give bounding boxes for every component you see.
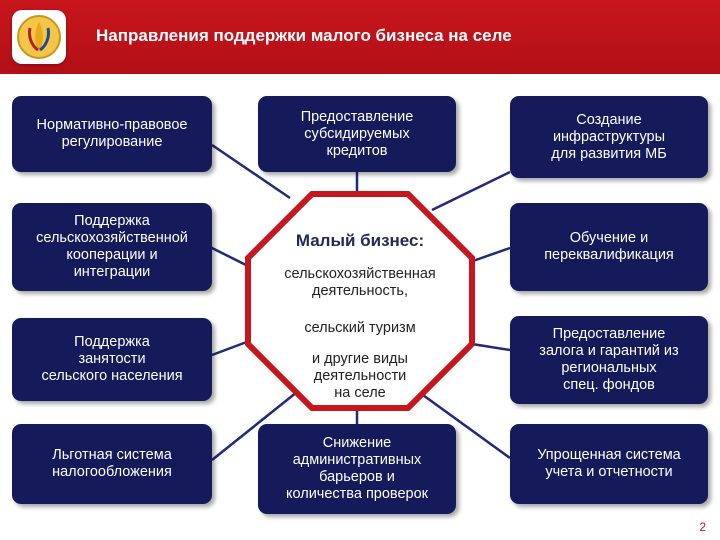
box-subsidized-credits: Предоставление субсидируемых кредитов bbox=[258, 96, 456, 172]
header-bar: Направления поддержки малого бизнеса на … bbox=[0, 0, 720, 74]
box-simplified-accounting: Упрощенная система учета и отчетности bbox=[510, 424, 708, 504]
center-agriculture-text: сельскохозяйственная деятельность, bbox=[284, 266, 436, 299]
box-training: Обучение и переквалификация bbox=[510, 203, 708, 291]
box-tax-system: Льготная система налогообложения bbox=[12, 424, 212, 504]
connector-right-2 bbox=[469, 246, 511, 264]
box-admin-barriers: Снижение административных барьеров и кол… bbox=[258, 424, 456, 514]
connector-right-1 bbox=[431, 170, 511, 212]
box-cooperation-support: Поддержка сельскохозяйственной коопераци… bbox=[12, 203, 212, 291]
connector-left-4 bbox=[211, 387, 303, 461]
page-number: 2 bbox=[699, 520, 706, 534]
box-normative-regulation: Нормативно-правовое регулирование bbox=[12, 96, 212, 172]
box-infrastructure: Создание инфраструктуры для развития МБ bbox=[510, 96, 708, 178]
center-octagon bbox=[245, 191, 475, 411]
box-guarantees: Предоставление залога и гарантий из реги… bbox=[510, 316, 708, 404]
box-employment-support: Поддержка занятости сельского населения bbox=[12, 318, 212, 401]
center-other-activities-text: и другие виды деятельности на селе bbox=[312, 351, 408, 401]
connector-right-3 bbox=[471, 342, 511, 352]
center-tourism-text: сельский туризм bbox=[304, 320, 416, 336]
connector-left-1 bbox=[211, 143, 291, 200]
connector-right-4 bbox=[415, 388, 511, 460]
page-title: Направления поддержки малого бизнеса на … bbox=[96, 26, 512, 45]
wheat-emblem-icon bbox=[12, 10, 66, 64]
center-title: Малый бизнес: bbox=[295, 231, 425, 250]
connector-left-2 bbox=[209, 245, 247, 267]
